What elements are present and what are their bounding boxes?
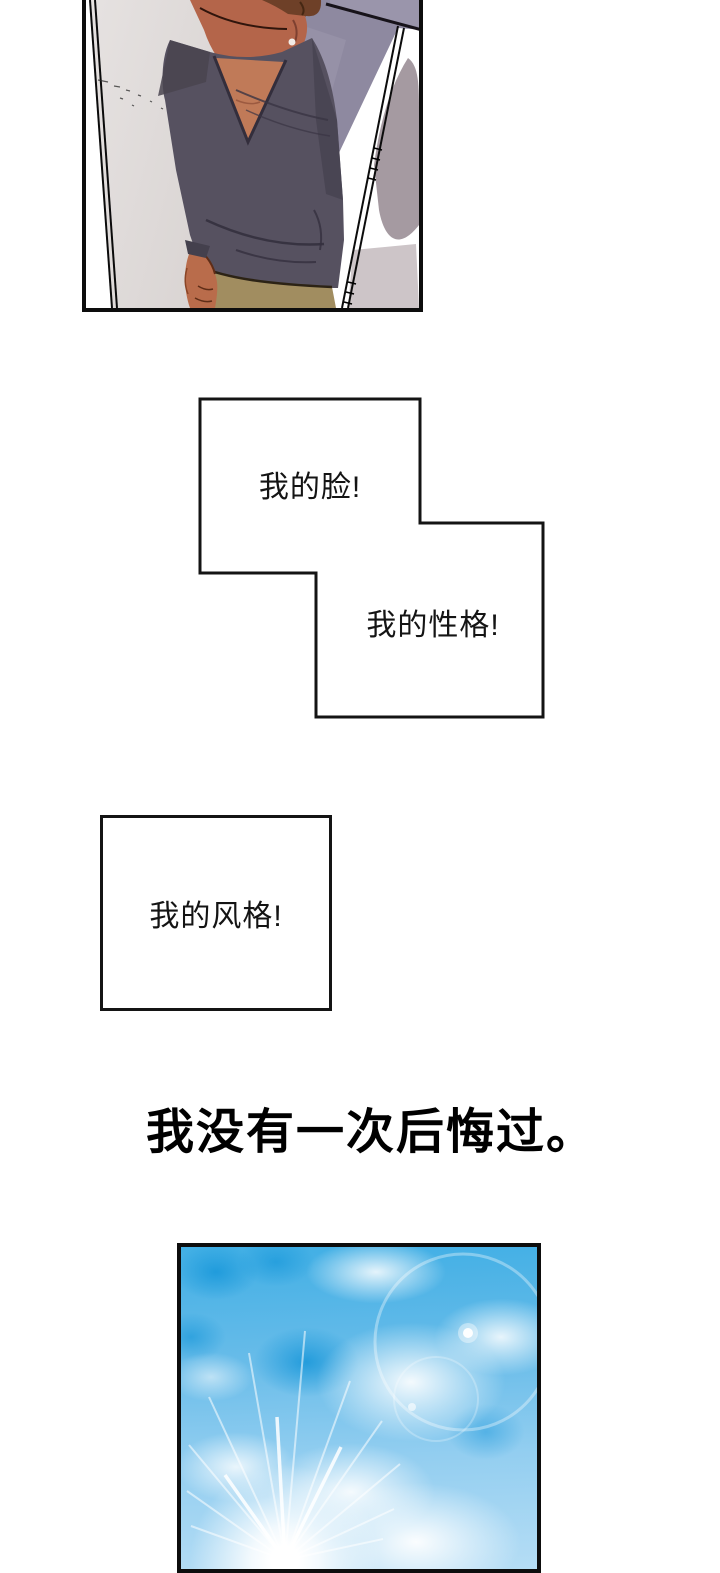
caption-my-style: 我的风格! [149, 900, 283, 933]
shirt [162, 38, 344, 290]
narration-text: 我没有一次后悔过。 [145, 1106, 596, 1159]
portrait-illustration [86, 0, 419, 308]
sky-illustration [181, 1247, 537, 1569]
caption-my-personality: 我的性格! [366, 609, 500, 642]
portrait-panel [82, 0, 423, 312]
speech-box-group [198, 397, 545, 719]
wall-speckles [97, 79, 164, 110]
caption-my-face: 我的脸! [258, 471, 362, 504]
sky-panel [177, 1243, 541, 1573]
sun-rays [186, 1330, 401, 1561]
sunburst-and-flare [186, 1252, 537, 1562]
speech-box-style: 我的风格! [100, 815, 332, 1011]
